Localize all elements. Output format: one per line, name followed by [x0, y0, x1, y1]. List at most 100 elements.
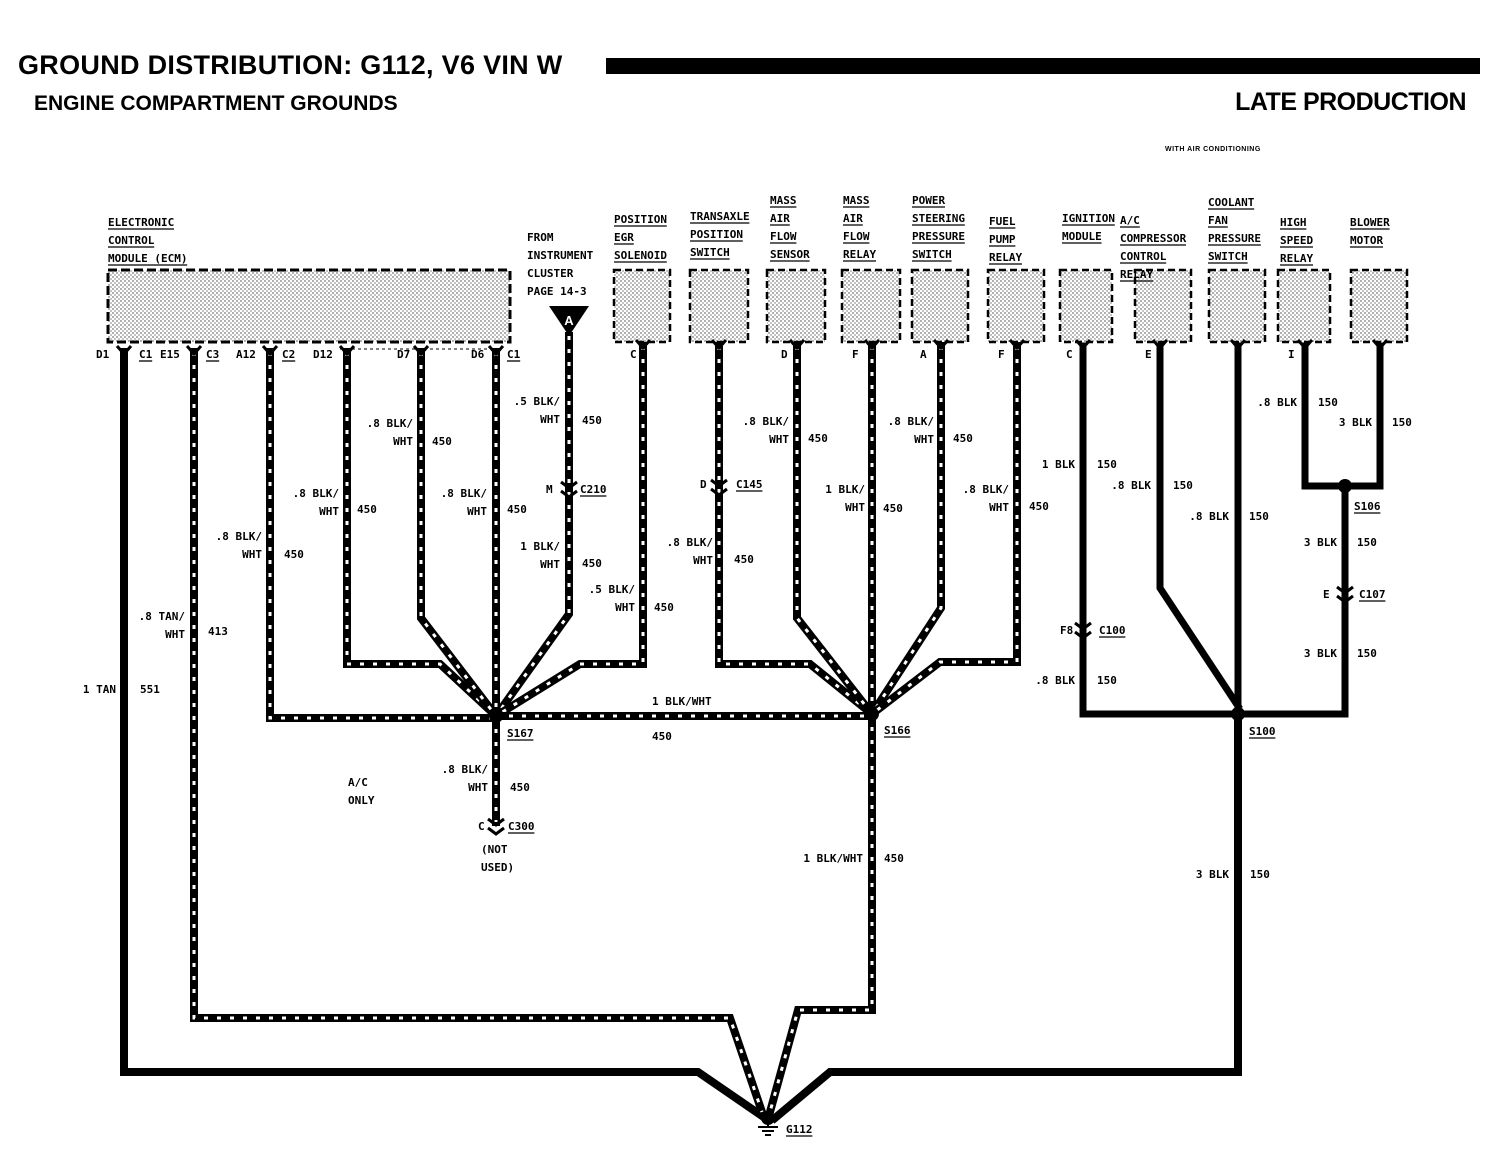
wire-w150_blow-gauge: 3 BLK [1339, 416, 1372, 429]
connector-c100 [1074, 621, 1092, 640]
pin-accr: E [1145, 348, 1152, 361]
pin-maf: D [781, 348, 788, 361]
ground-label: G112 [786, 1123, 813, 1136]
instrument-cluster-arrow-label: A [564, 313, 574, 328]
splice-s106 [1338, 479, 1352, 493]
wire-w450_maf-circuit: 450 [808, 432, 828, 445]
wire-450-d7 [417, 348, 502, 722]
wire-w150_down-gauge: 3 BLK [1196, 868, 1229, 881]
pin-chevron-15 [1296, 339, 1314, 351]
production-label: LATE PRODUCTION [1235, 88, 1466, 116]
wire-w450_fpr-gauge: .8 BLK/WHT [963, 483, 1010, 514]
mafr-box [840, 268, 902, 344]
pin-chevron-2 [261, 345, 279, 357]
wire-w450_mafr-circuit: 450 [883, 502, 903, 515]
pin-chevron-9 [863, 339, 881, 351]
ecm-pin-d7: D7 [397, 348, 410, 361]
psp-box [910, 268, 970, 344]
wire-w450_down-gauge: 1 BLK/WHT [803, 852, 863, 865]
wire-450-psp [866, 342, 945, 720]
pin-psp: A [920, 348, 927, 361]
pin-chevron-13 [1151, 339, 1169, 351]
wire-w150_ign_low-gauge: .8 BLK [1035, 674, 1075, 687]
egr-box [612, 268, 672, 344]
wire-w551-circuit: 551 [140, 683, 160, 696]
pin-chevron-1 [185, 345, 203, 357]
wire-w450_tps-circuit: 450 [734, 553, 754, 566]
wire-w450_a12-circuit: 450 [284, 548, 304, 561]
conn-c107-pin: E [1323, 588, 1330, 601]
tps-box [688, 268, 750, 344]
wire-w150_ign-gauge: 1 BLK [1042, 458, 1075, 471]
wire-w150_s2b-circuit: 150 [1357, 647, 1377, 660]
wire-450-maf [793, 342, 878, 720]
pin-chevron-10 [932, 339, 950, 351]
splice-s106-label: S106 [1354, 500, 1381, 513]
conn-c300-name: C300 [508, 820, 535, 833]
ecm-conn-5: C1 [507, 348, 521, 361]
wire-w450_mafr-gauge: 1 BLK/WHT [825, 483, 865, 514]
wire-w450_fpr-circuit: 450 [1029, 500, 1049, 513]
connector-c300 [487, 817, 505, 836]
ecm-conn-2: C2 [282, 348, 295, 361]
wire-551 [120, 348, 771, 1124]
ecm-conn-0: C1 [139, 348, 153, 361]
wire-w450_link-circuit: 450 [652, 730, 672, 743]
wire-450-tps [715, 342, 878, 720]
wire-w450_egr-circuit: 450 [654, 601, 674, 614]
pin-chevron-4 [412, 345, 430, 357]
ecm-pin-d12: D12 [313, 348, 333, 361]
wire-w150_s2a-gauge: 3 BLK [1304, 536, 1337, 549]
pin-egr: C [630, 348, 637, 361]
wire-w450_d6-gauge: .8 BLK/WHT [441, 487, 488, 518]
wire-150-down [769, 710, 1242, 1124]
wire-150-s2 [1234, 482, 1349, 718]
pin-fpr: F [998, 348, 1005, 361]
splice-s167-label: S167 [507, 727, 534, 740]
wire-w450_d12-circuit: 450 [357, 503, 377, 516]
wire-w450_d12-gauge: .8 BLK/WHT [293, 487, 340, 518]
wire-w450_inst_bot-gauge: 1 BLK/WHT [520, 540, 560, 571]
wire-450-fpr [866, 342, 1021, 720]
wire-w450_d6-circuit: 450 [507, 503, 527, 516]
pin-chevron-16 [1371, 339, 1389, 351]
conn-c145-pin: D [700, 478, 707, 491]
conn-c145-name: C145 [736, 478, 763, 491]
ecm-pin-a12: A12 [236, 348, 256, 361]
wire-w150_down-circuit: 150 [1250, 868, 1270, 881]
wire-w450_psp-circuit: 450 [953, 432, 973, 445]
pin-chevron-3 [338, 345, 356, 357]
ac-note: WITH AIR CONDITIONING [1165, 146, 1261, 153]
wire-w150_ign-circuit: 150 [1097, 458, 1117, 471]
maf-box [765, 268, 827, 344]
wire-w150_accr-circuit: 150 [1173, 479, 1193, 492]
wire-450-a12 [266, 348, 500, 722]
ecm-conn-1: C3 [206, 348, 219, 361]
connector-c107 [1336, 585, 1354, 604]
conn-c100-name: C100 [1099, 624, 1126, 637]
conn-c210-pin: M [546, 483, 553, 496]
pin-chevron-14 [1229, 339, 1247, 351]
wire-w450_d7-circuit: 450 [432, 435, 452, 448]
conn-c210-name: C210 [580, 483, 607, 496]
wire-w450_tps-gauge: .8 BLK/WHT [667, 536, 714, 567]
conn-c107-name: C107 [1359, 588, 1386, 601]
conn-c100-pin: F8 [1060, 624, 1073, 637]
blower-box [1349, 268, 1409, 344]
wire-413 [190, 348, 768, 1118]
splice-s100 [1231, 707, 1245, 721]
wire-150-ign [1079, 342, 1242, 718]
pin-ignmod: C [1066, 348, 1073, 361]
wire-w150_ign_low-circuit: 150 [1097, 674, 1117, 687]
wire-450-d12 [343, 348, 502, 722]
pin-fanrelay: I [1288, 348, 1295, 361]
